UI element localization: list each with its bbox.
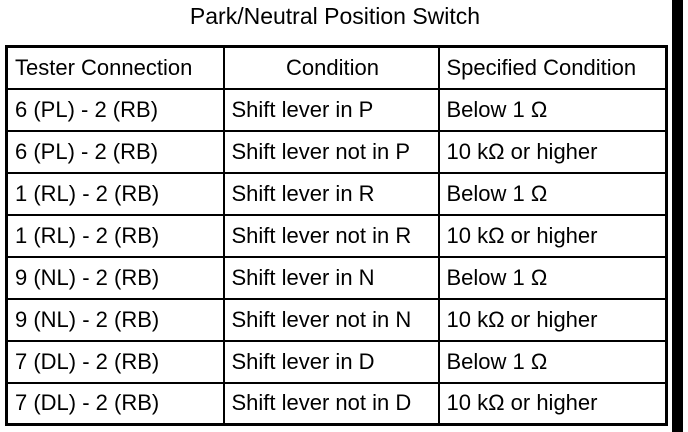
table-cell: 10 kΩ or higher [437, 129, 668, 174]
table-cell: Below 1 Ω [437, 171, 668, 216]
spec-table: Tester Connection Condition Specified Co… [5, 45, 668, 426]
table-cell: Below 1 Ω [437, 255, 668, 300]
table-cell: Shift lever not in N [222, 297, 440, 342]
table-cell: 6 (PL) - 2 (RB) [5, 129, 225, 174]
table-cell: Shift lever not in R [222, 213, 440, 258]
table-cell: 10 kΩ or higher [437, 297, 668, 342]
table-header-row: Tester Connection Condition Specified Co… [5, 45, 668, 90]
table-cell: 6 (PL) - 2 (RB) [5, 87, 225, 132]
table-cell: Shift lever in N [222, 255, 440, 300]
page-title: Park/Neutral Position Switch [189, 3, 481, 29]
table-cell: 9 (NL) - 2 (RB) [5, 255, 225, 300]
table-cell: Below 1 Ω [437, 87, 668, 132]
table-cell: Shift lever not in P [222, 129, 440, 174]
header-tester-connection: Tester Connection [5, 45, 225, 90]
table-cell: Shift lever in P [222, 87, 440, 132]
header-specified-condition: Specified Condition [437, 45, 668, 90]
table-cell: 10 kΩ or higher [437, 213, 668, 258]
table-cell: 1 (RL) - 2 (RB) [5, 213, 225, 258]
table-cell: 1 (RL) - 2 (RB) [5, 171, 225, 216]
table-cell: Shift lever not in D [222, 381, 440, 426]
table-cell: Shift lever in R [222, 171, 440, 216]
header-condition: Condition [222, 45, 440, 90]
table-cell: 10 kΩ or higher [437, 381, 668, 426]
table-cell: 9 (NL) - 2 (RB) [5, 297, 225, 342]
table-cell: 7 (DL) - 2 (RB) [5, 381, 225, 426]
table-cell: 7 (DL) - 2 (RB) [5, 339, 225, 384]
scan-edge-artifact [672, 0, 683, 432]
table-cell: Below 1 Ω [437, 339, 668, 384]
table-cell: Shift lever in D [222, 339, 440, 384]
